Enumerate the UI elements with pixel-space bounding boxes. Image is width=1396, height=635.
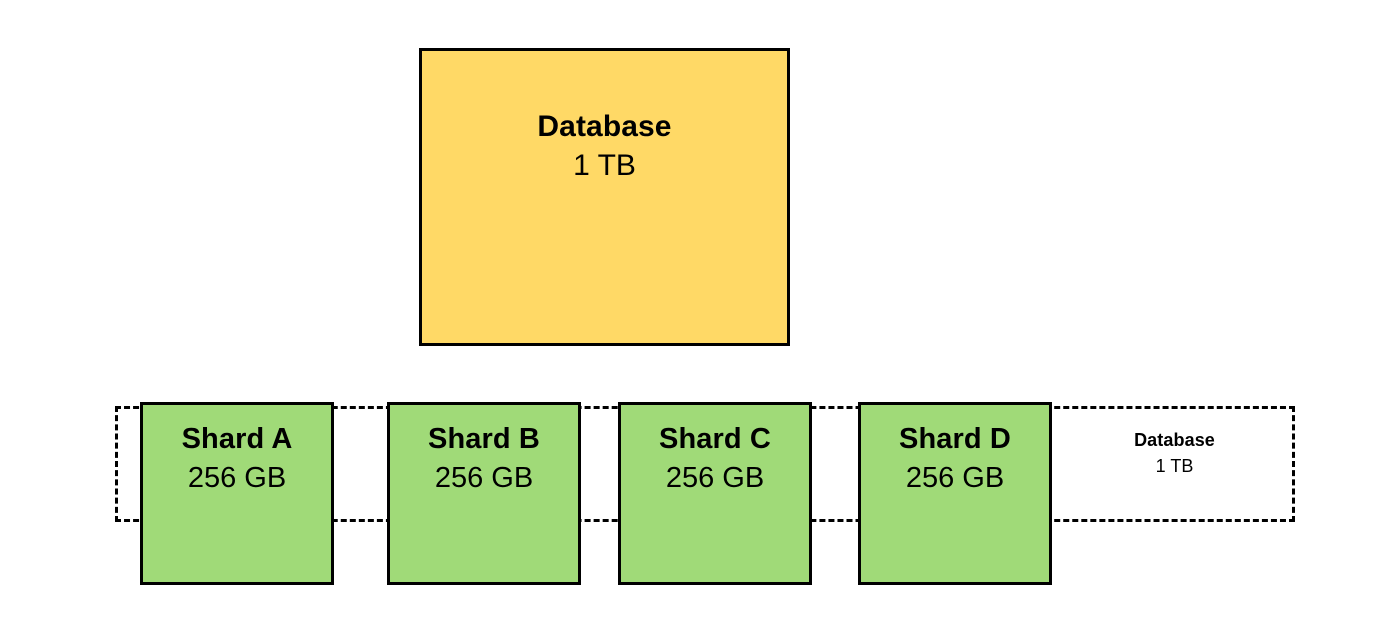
shard-node-d[interactable]: Shard D 256 GB: [858, 402, 1052, 585]
shard-node-b[interactable]: Shard B 256 GB: [387, 402, 581, 585]
shard-node-d-title: Shard D: [899, 423, 1011, 455]
shard-node-c[interactable]: Shard C 256 GB: [618, 402, 812, 585]
database-node[interactable]: Database 1 TB: [419, 48, 790, 346]
database-node-title: Database: [537, 110, 672, 143]
logical-database-group-size: 1 TB: [1155, 455, 1194, 476]
shard-node-a-size: 256 GB: [187, 462, 287, 495]
logical-database-group-title: Database: [1134, 430, 1215, 450]
logical-database-group-label: Database 1 TB: [1054, 430, 1295, 477]
shard-node-b-size: 256 GB: [434, 462, 534, 495]
shard-node-c-title: Shard C: [659, 423, 771, 455]
shard-node-a[interactable]: Shard A 256 GB: [140, 402, 334, 585]
database-node-size: 1 TB: [573, 149, 636, 183]
shard-node-c-size: 256 GB: [665, 462, 765, 495]
shard-node-a-title: Shard A: [181, 423, 293, 455]
shard-node-b-title: Shard B: [428, 423, 540, 455]
shard-node-d-size: 256 GB: [905, 462, 1005, 495]
